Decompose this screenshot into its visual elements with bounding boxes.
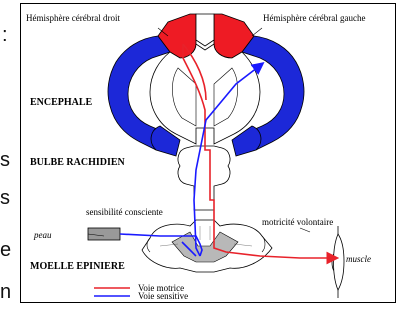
- label-muscle: muscle: [346, 255, 371, 264]
- bulbe-rachidien: [178, 146, 230, 210]
- spinal-cord-section: [142, 220, 272, 272]
- label-bulbe: BULBE RACHIDIEN: [30, 158, 125, 168]
- label-encephale: ENCEPHALE: [30, 98, 92, 108]
- legend-sensory-label: Voie sensitive: [138, 292, 188, 301]
- interhemispheric-fissure: [196, 14, 214, 46]
- label-sensibilite: sensibilité consciente: [86, 208, 163, 217]
- label-motricite: motricité volontaire: [262, 218, 333, 227]
- label-moelle: MOELLE EPINIERE: [30, 262, 125, 272]
- label-left-hemisphere: Hémisphère cérébral gauche: [263, 14, 365, 23]
- skin-receptor-box: [88, 228, 120, 240]
- label-right-hemisphere: Hémisphère cérébral droit: [26, 14, 120, 23]
- label-peau: peau: [34, 231, 52, 240]
- muscle-shape: [332, 226, 344, 298]
